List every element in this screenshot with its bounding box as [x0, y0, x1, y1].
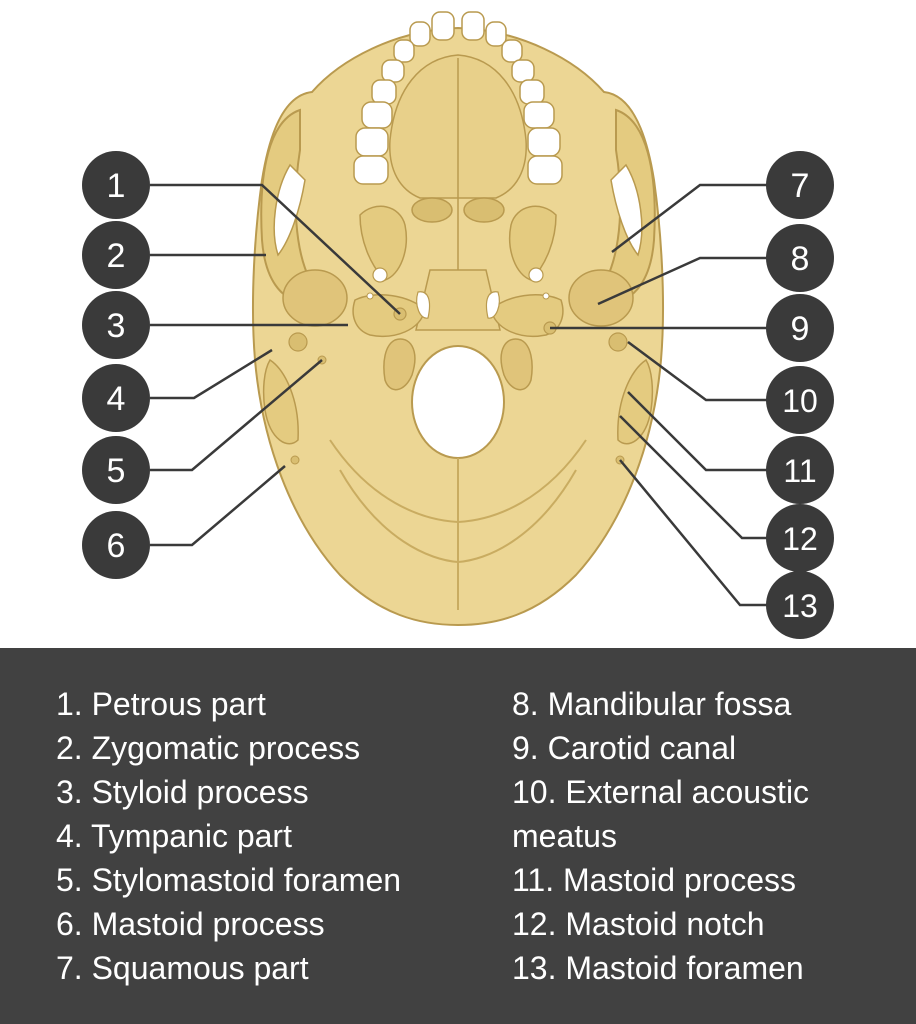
foramen-small	[529, 268, 543, 282]
leader-line-6	[150, 466, 285, 545]
choana-right	[464, 198, 504, 222]
tooth	[462, 12, 484, 40]
legend-item: 4. Tympanic part	[56, 814, 486, 858]
legend-item: 8. Mandibular fossa	[512, 682, 892, 726]
badge-7: 7	[766, 151, 834, 219]
tooth	[520, 80, 544, 104]
mandibular-fossa-right	[569, 270, 633, 326]
tooth	[382, 60, 404, 82]
badge-10: 10	[766, 366, 834, 434]
legend-panel: 1. Petrous part 2. Zygomatic process 3. …	[0, 648, 916, 1024]
badge-6: 6	[82, 511, 150, 579]
diagram-canvas: 1 2 3 4 5 6 7	[0, 0, 916, 648]
badge-number: 12	[782, 521, 818, 557]
tooth	[362, 102, 392, 128]
badge-8: 8	[766, 224, 834, 292]
badge-4: 4	[82, 364, 150, 432]
badge-1: 1	[82, 151, 150, 219]
tooth	[356, 128, 388, 156]
badge-11: 11	[766, 436, 834, 504]
leader-line-4	[150, 350, 272, 398]
legend-item: 9. Carotid canal	[512, 726, 892, 770]
tooth	[486, 22, 506, 46]
foramen-small	[367, 293, 373, 299]
badge-number: 2	[107, 237, 126, 275]
foramen-small	[543, 293, 549, 299]
legend-item: 7. Squamous part	[56, 946, 486, 990]
badge-number: 11	[783, 453, 816, 489]
badge-number: 4	[107, 380, 126, 418]
mandibular-fossa-left	[283, 270, 347, 326]
foramen-magnum	[412, 346, 504, 458]
tooth	[524, 102, 554, 128]
badge-13: 13	[766, 571, 834, 639]
legend-item: 5. Stylomastoid foramen	[56, 858, 486, 902]
legend-column-left: 1. Petrous part 2. Zygomatic process 3. …	[56, 682, 486, 990]
tooth	[372, 80, 396, 104]
skull-illustration	[253, 12, 663, 625]
badge-number: 13	[782, 588, 818, 624]
badge-number: 5	[107, 452, 126, 490]
leader-line-13	[620, 460, 768, 605]
badge-5: 5	[82, 436, 150, 504]
badge-number: 9	[791, 310, 810, 348]
badge-number: 10	[782, 383, 818, 419]
legend-item: 10. External acoustic meatus	[512, 770, 892, 858]
tooth	[528, 156, 562, 184]
badge-number: 7	[791, 167, 810, 205]
legend-item: 6. Mastoid process	[56, 902, 486, 946]
badge-3: 3	[82, 291, 150, 359]
legend-item: 12. Mastoid notch	[512, 902, 892, 946]
legend-item: 11. Mastoid process	[512, 858, 892, 902]
foramen-small	[373, 268, 387, 282]
badge-number: 6	[107, 527, 126, 565]
legend-item: 2. Zygomatic process	[56, 726, 486, 770]
tooth	[410, 22, 430, 46]
legend-column-right: 8. Mandibular fossa 9. Carotid canal 10.…	[512, 682, 892, 990]
tooth	[512, 60, 534, 82]
badge-number: 8	[791, 240, 810, 278]
external-acoustic-right	[609, 333, 627, 351]
tooth	[502, 40, 522, 62]
badge-number: 1	[107, 167, 126, 205]
tooth	[394, 40, 414, 62]
external-acoustic-left	[289, 333, 307, 351]
badge-9: 9	[766, 294, 834, 362]
mastoid-foramen-left	[291, 456, 299, 464]
tooth	[528, 128, 560, 156]
tooth	[432, 12, 454, 40]
legend-item: 13. Mastoid foramen	[512, 946, 892, 990]
legend-item: 1. Petrous part	[56, 682, 486, 726]
badge-2: 2	[82, 221, 150, 289]
badge-number: 3	[107, 307, 126, 345]
badge-12: 12	[766, 504, 834, 572]
tooth	[354, 156, 388, 184]
legend-item: 3. Styloid process	[56, 770, 486, 814]
choana-left	[412, 198, 452, 222]
